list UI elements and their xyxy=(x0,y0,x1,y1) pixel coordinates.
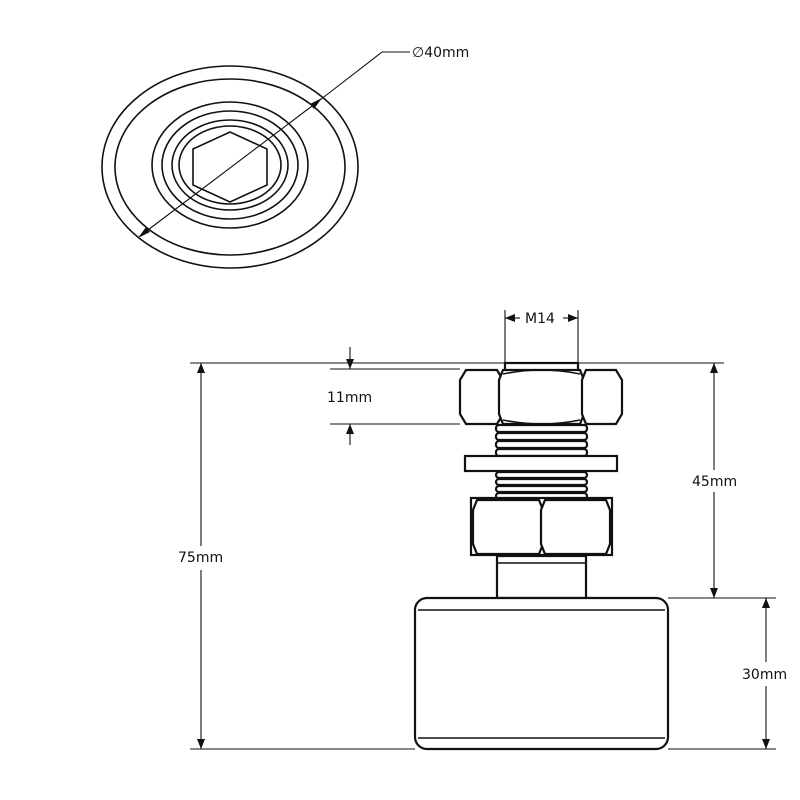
top-view: ∅40mm xyxy=(101,45,469,269)
nut-height-arrow-bottom xyxy=(346,424,354,434)
pad-height-arrow-top xyxy=(762,598,770,608)
stud-height-arrow-bottom xyxy=(710,588,718,598)
diameter-arrow-low xyxy=(138,227,150,238)
nut-height-label: 11mm xyxy=(327,390,372,406)
top-hex-nut xyxy=(458,368,624,426)
pad-outer-rim xyxy=(101,65,359,269)
pad-height-arrow-bottom xyxy=(762,739,770,749)
diameter-dimension: ∅40mm xyxy=(138,45,469,238)
stud-height-dimension: 45mm xyxy=(692,363,737,598)
washer xyxy=(463,454,619,473)
stud-height-label: 45mm xyxy=(692,474,737,490)
pad-height-dimension: 30mm xyxy=(742,598,787,749)
side-view: M14 11mm 75mm 45mm xyxy=(178,310,787,751)
pad-height-label: 30mm xyxy=(742,667,787,683)
nut-height-dimension: 11mm xyxy=(327,347,372,445)
thread-arrow-right xyxy=(568,314,578,322)
total-height-label: 75mm xyxy=(178,550,223,566)
lower-thread xyxy=(494,470,589,501)
stud-collar-mid xyxy=(161,110,299,220)
diameter-arrow-high xyxy=(310,98,322,109)
stud-top-face xyxy=(178,125,282,205)
extension-lines xyxy=(190,310,776,750)
hex-socket xyxy=(192,131,268,203)
stud-neck xyxy=(495,554,588,600)
thread-dimension: M14 xyxy=(505,311,578,327)
diameter-label: ∅40mm xyxy=(412,45,469,61)
thread-label: M14 xyxy=(525,311,555,327)
pad-inner-rim xyxy=(114,78,346,256)
total-height-arrow-top xyxy=(197,363,205,373)
upper-thread xyxy=(494,423,589,458)
thread-arrow-left xyxy=(505,314,515,322)
total-height-dimension: 75mm xyxy=(178,363,223,749)
base-pad xyxy=(413,596,670,751)
lower-hex-nut xyxy=(469,496,614,557)
total-height-arrow-bottom xyxy=(197,739,205,749)
stud-height-arrow-top xyxy=(710,363,718,373)
nut-height-arrow-top xyxy=(346,359,354,369)
stud-collar-inner xyxy=(171,119,289,211)
stud-collar-outer xyxy=(151,101,309,229)
